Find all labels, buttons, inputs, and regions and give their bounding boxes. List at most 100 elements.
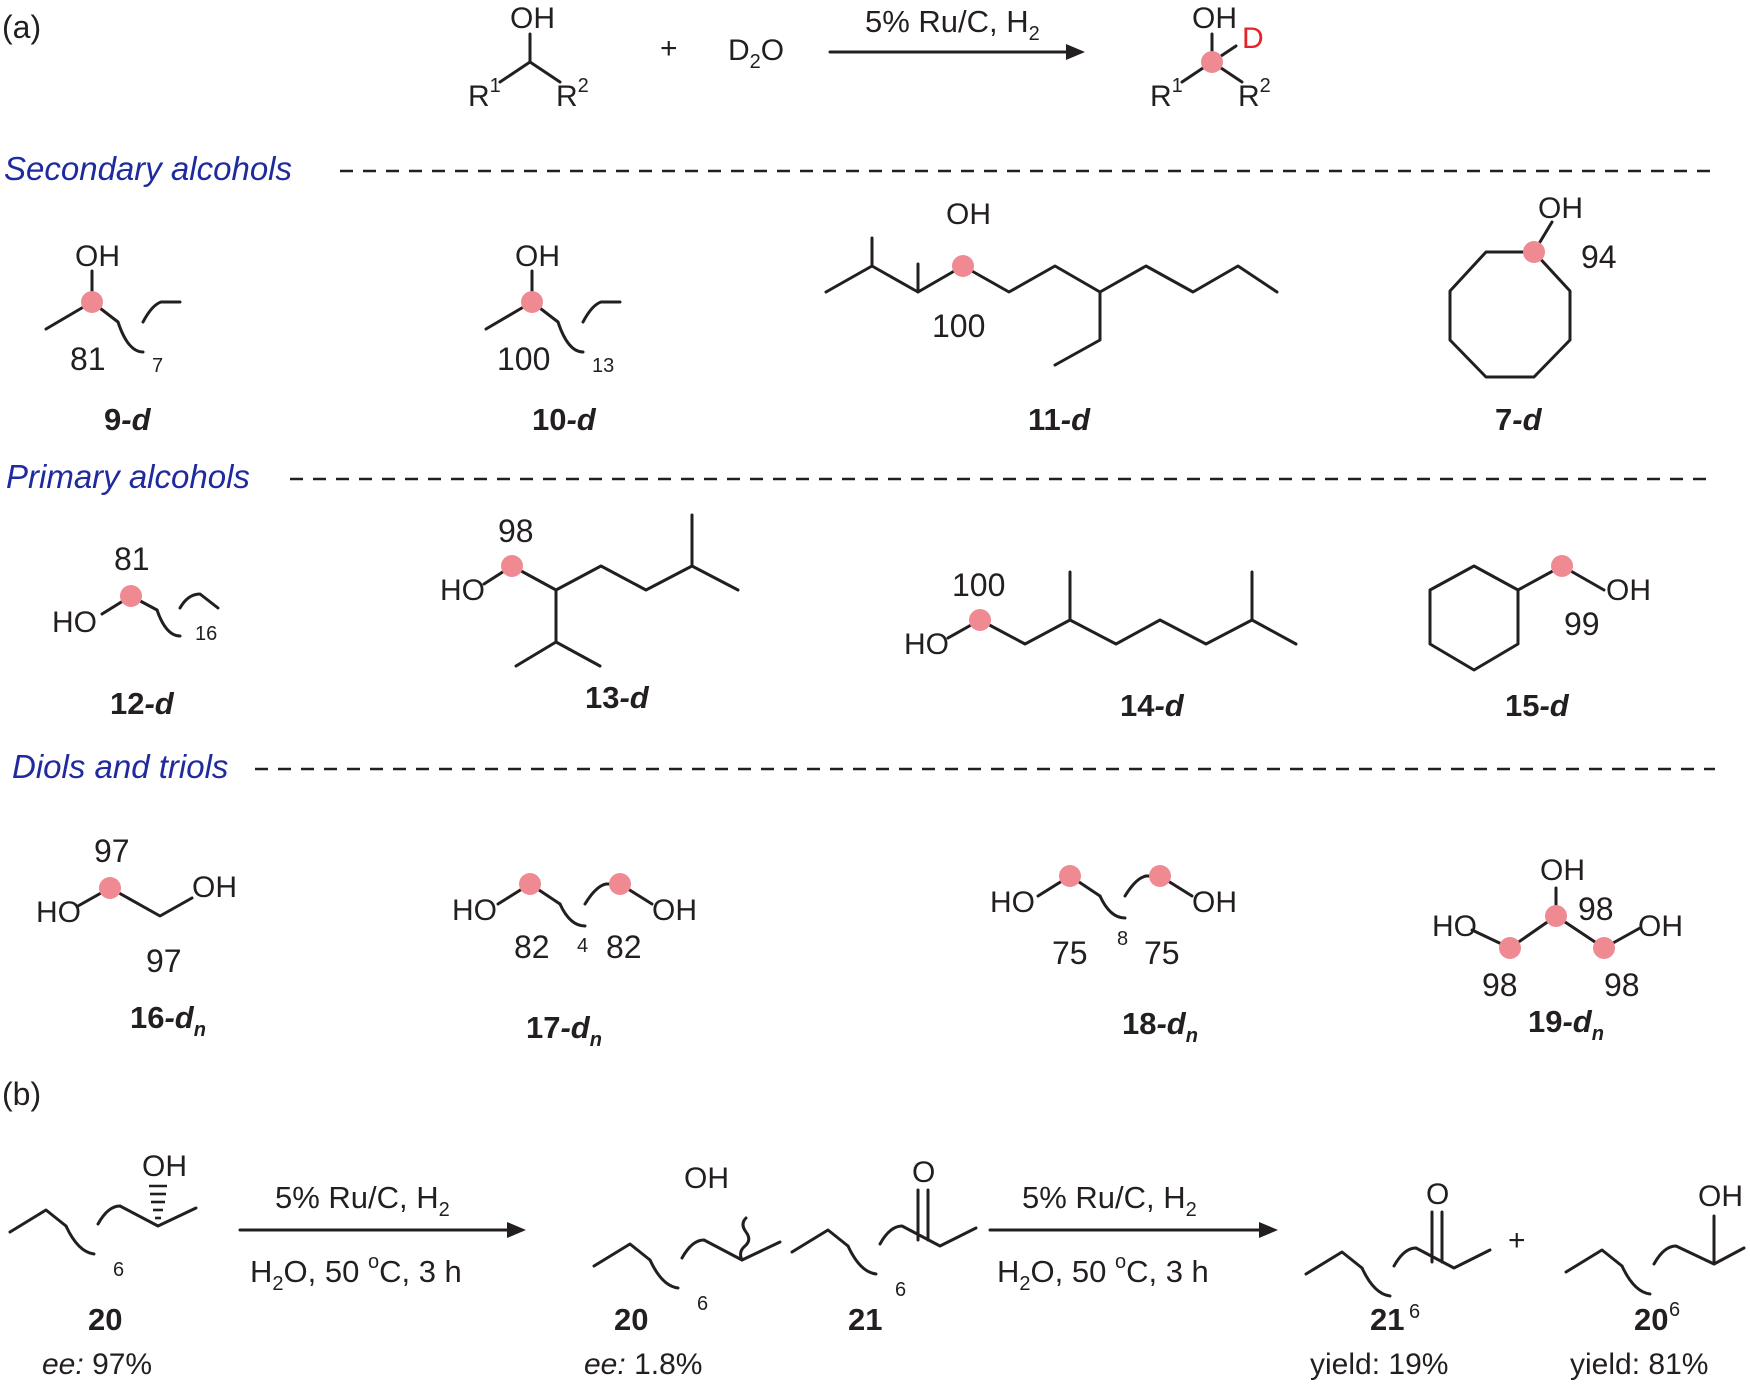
svg-text:7: 7 [152,355,163,377]
general-substrate: OH R1 R2 [468,2,589,113]
svg-text:6: 6 [1409,1301,1420,1323]
svg-text:OH: OH [1638,910,1683,943]
svg-text:HO: HO [990,886,1035,919]
r1-label: R [468,80,490,113]
structure-9-d: OH 7 81 9-d [44,240,182,437]
reaction-arrow-a [828,44,1085,60]
svg-text:100: 100 [932,308,985,344]
svg-text:OH: OH [192,871,237,904]
svg-text:4: 4 [577,935,588,957]
svg-text:75: 75 [1052,935,1088,971]
svg-text:16-dn: 16-dn [130,1000,206,1041]
r2-sup: 2 [578,75,589,97]
svg-text:82: 82 [606,929,642,965]
structure-12-d: HO 81 16 12-d [52,541,220,721]
svg-text:OH: OH [142,1150,187,1183]
arrow-b1-condition-bottom: H2O, 50 oC, 3 h [250,1251,462,1295]
svg-text:6: 6 [895,1279,906,1301]
svg-text:16: 16 [195,623,217,645]
arrow-condition-a: 5% Ru/C, H2 [865,4,1040,45]
svg-text:HO: HO [1432,910,1477,943]
svg-text:20: 20 [1634,1302,1668,1337]
svg-text:OH: OH [1538,192,1583,225]
structure-18-dn: HO OH 8 75 75 18-dn [990,865,1237,1047]
svg-text:OH: OH [1540,854,1585,887]
general-oh-label: OH [510,2,555,35]
reaction-arrow-b1 [238,1222,526,1238]
d2o-label: D2O [728,34,784,73]
general-product: OH D R1 R2 [1150,2,1271,113]
header-diols-triols: Diols and triols [12,748,228,785]
arrow-b2-condition-bottom: H2O, 50 oC, 3 h [997,1251,1209,1295]
svg-text:OH: OH [515,240,560,273]
structure-21-product: O 6 21 yield: 19% [1304,1178,1492,1381]
svg-text:99: 99 [1564,606,1600,642]
svg-text:18-dn: 18-dn [1122,1006,1198,1047]
svg-text:R1: R1 [468,75,501,113]
svg-text:82: 82 [514,929,550,965]
structure-15-d: OH 99 15-d [1428,555,1651,723]
svg-text:R2: R2 [556,75,589,113]
svg-text:OH: OH [1192,886,1237,919]
svg-text:15-d: 15-d [1505,688,1570,723]
deuterium-dot [1201,51,1223,73]
svg-text:OH: OH [946,198,991,231]
panel-a-label: (a) [2,9,41,45]
svg-text:HO: HO [36,896,81,929]
structure-17-dn: HO OH 4 82 82 17-dn [452,873,697,1051]
structure-14-d: HO 100 14-d [904,567,1298,723]
reaction-plus-b: + [1508,1224,1526,1257]
product-oh-label: OH [1192,2,1237,35]
reaction-plus: + [660,32,678,65]
structure-16-dn: HO OH 97 97 16-dn [36,833,237,1041]
svg-text:HO: HO [452,894,497,927]
svg-text:81: 81 [114,541,150,577]
structure-20-chiral: OH 6 20 ee: 97% [8,1150,198,1381]
svg-text:OH: OH [684,1162,729,1195]
svg-text:O: O [1426,1178,1449,1211]
svg-text:94: 94 [1581,239,1617,275]
svg-text:OH: OH [75,240,120,273]
svg-text:8: 8 [1117,928,1128,950]
svg-text:6: 6 [1669,1299,1680,1321]
svg-text:21: 21 [848,1302,882,1337]
structure-21-ketone: O 6 21 [790,1156,978,1337]
structure-10-d: OH 13 100 10-d [484,240,622,437]
svg-text:O: O [912,1156,935,1189]
reaction-arrow-b2 [988,1222,1278,1238]
svg-text:97: 97 [94,833,130,869]
svg-text:OH: OH [1606,574,1651,607]
svg-text:13-d: 13-d [585,680,650,715]
svg-text:12-d: 12-d [110,686,175,721]
svg-text:OH: OH [1698,1180,1743,1213]
r2-label: R [556,80,578,113]
svg-text:7-d: 7-d [1495,402,1543,437]
structure-20-racemic: OH 6 20 ee: 1.8% [584,1162,782,1381]
svg-text:98: 98 [498,513,534,549]
header-secondary-alcohols: Secondary alcohols [4,150,292,187]
svg-text:HO: HO [440,574,485,607]
svg-text:R1: R1 [1150,75,1183,113]
svg-text:98: 98 [1482,967,1518,1003]
structure-19-dn: OH HO OH 98 98 98 19-dn [1432,854,1683,1045]
svg-text:HO: HO [52,606,97,639]
svg-text:75: 75 [1144,935,1180,971]
svg-text:97: 97 [146,943,182,979]
svg-text:ee: 97%: ee: 97% [42,1348,152,1381]
svg-text:9-d: 9-d [104,402,152,437]
svg-text:20: 20 [614,1302,648,1337]
deuterium-label: D [1242,22,1264,55]
panel-b-label: (b) [2,1076,41,1112]
structure-11-d: OH 100 11-d [824,198,1279,437]
svg-text:10-d: 10-d [532,402,597,437]
structure-7-d: OH 94 7-d [1448,192,1617,437]
svg-text:20: 20 [88,1302,122,1337]
svg-text:17-dn: 17-dn [526,1010,602,1051]
svg-text:21: 21 [1370,1302,1404,1337]
svg-text:81: 81 [70,341,106,377]
svg-text:13: 13 [592,355,614,377]
svg-text:6: 6 [113,1259,124,1281]
svg-text:OH: OH [652,894,697,927]
r1-sup: 1 [490,75,501,97]
